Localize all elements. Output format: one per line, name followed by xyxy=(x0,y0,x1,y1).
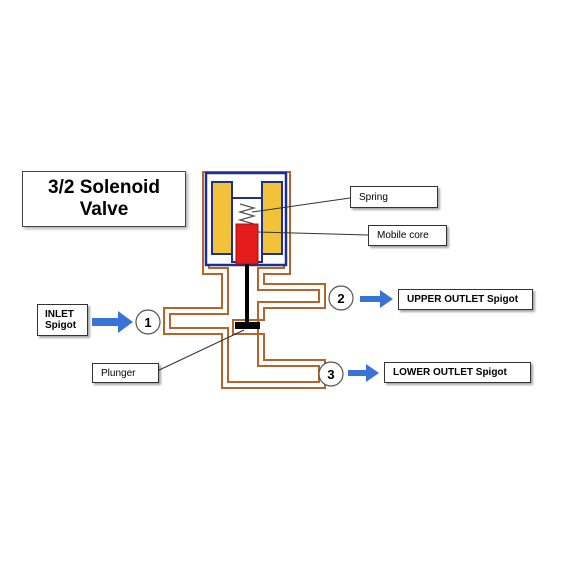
upper-outlet-label: UPPER OUTLET Spigot xyxy=(398,289,533,310)
coil-right xyxy=(261,181,283,255)
spring-leader-line xyxy=(251,197,351,213)
lower-outlet-label-text: LOWER OUTLET Spigot xyxy=(393,367,507,378)
port-2-circle xyxy=(328,285,354,311)
diagram-title-line1: 3/2 Solenoid xyxy=(48,177,160,198)
port-3: 3 xyxy=(318,361,344,387)
spring xyxy=(237,203,257,225)
mobile-core-label-text: Mobile core xyxy=(377,230,429,241)
plunger-seat xyxy=(235,322,260,329)
inlet-label-line2: Spigot xyxy=(45,320,77,331)
inlet-label-line1: INLET xyxy=(45,309,74,320)
valve-body-outer-wall xyxy=(163,171,326,389)
port-2: 2 xyxy=(328,285,354,311)
spring-label-text: Spring xyxy=(359,191,388,203)
port-1-number: 1 xyxy=(144,315,151,330)
plunger-leader-line xyxy=(154,329,245,373)
mobile-core xyxy=(235,223,259,265)
lower-outlet-arrow xyxy=(348,364,379,382)
mobile-core-label: Mobile core xyxy=(368,225,447,246)
spring-label: Spring xyxy=(350,186,438,208)
mobile-core-leader-line xyxy=(257,231,369,236)
port-3-number: 3 xyxy=(327,367,334,382)
diagram-title: 3/2 Solenoid Valve xyxy=(22,171,186,227)
inlet-arrow xyxy=(92,311,133,333)
port-2-number: 2 xyxy=(337,291,344,306)
solenoid-housing xyxy=(204,171,288,267)
plunger-label-text: Plunger xyxy=(101,367,136,379)
upper-outlet-label-text: UPPER OUTLET Spigot xyxy=(407,294,519,305)
diagram-title-line2: Valve xyxy=(79,199,129,220)
flow-arrows xyxy=(92,290,393,382)
lower-outlet-label: LOWER OUTLET Spigot xyxy=(384,362,531,383)
inlet-label: INLET Spigot xyxy=(37,304,88,336)
upper-outlet-arrow xyxy=(360,290,393,308)
port-1: 1 xyxy=(135,309,161,335)
valve-body xyxy=(163,171,326,389)
valve-body-inner-wall xyxy=(169,172,320,383)
port-1-circle xyxy=(135,309,161,335)
port-3-circle xyxy=(318,361,344,387)
leader-lines xyxy=(154,197,369,373)
coil-left xyxy=(211,181,233,255)
plunger-label: Plunger xyxy=(92,363,159,383)
plunger-stem xyxy=(245,264,249,322)
